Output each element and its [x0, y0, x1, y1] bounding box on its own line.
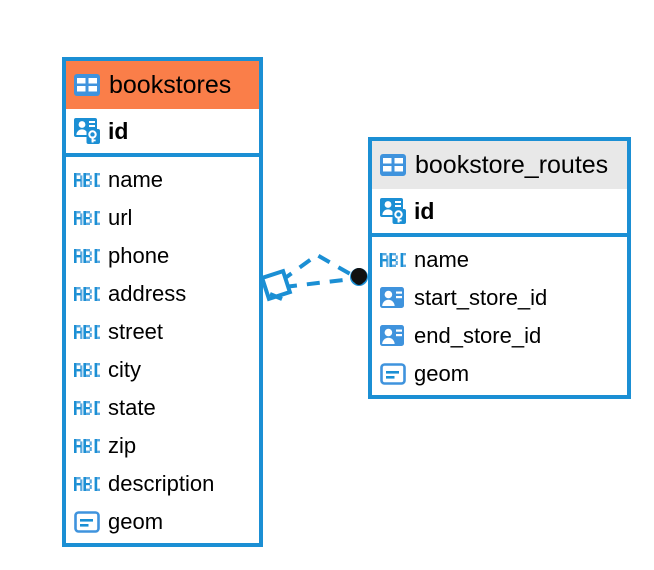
field-row-state[interactable]: state [66, 389, 259, 427]
field-label-name: name [414, 247, 470, 272]
text-abc-icon [74, 287, 100, 301]
field-label-zip: zip [108, 433, 137, 458]
entity-header-bookstore-routes[interactable]: bookstore_routes [372, 141, 627, 189]
entity-header-bookstores[interactable]: bookstores [66, 61, 259, 109]
text-abc-icon [74, 249, 100, 263]
entity-table-bookstores[interactable]: bookstores [62, 57, 263, 547]
primary-key-section-bookstores: id [66, 109, 259, 157]
field-row-id[interactable]: id [66, 109, 259, 153]
field-label-city: city [108, 357, 141, 382]
text-abc-icon [74, 477, 100, 491]
field-row-geom[interactable]: geom [372, 355, 627, 393]
relationship-circle-marker [350, 268, 368, 286]
field-row-city[interactable]: city [66, 351, 259, 389]
relationship-line-upper [279, 252, 353, 283]
primary-key-section-bookstore-routes: id [372, 189, 627, 237]
field-label-start-store-id: start_store_id [414, 285, 548, 310]
foreign-key-icon [380, 325, 406, 347]
field-row-zip[interactable]: zip [66, 427, 259, 465]
entity-table-bookstore-routes[interactable]: bookstore_routes [368, 137, 631, 399]
field-row-address[interactable]: address [66, 275, 259, 313]
entity-title-bookstore-routes: bookstore_routes [415, 150, 609, 179]
field-row-name[interactable]: name [66, 161, 259, 199]
relationship-line-lower [283, 277, 353, 289]
field-row-id[interactable]: id [372, 189, 627, 233]
field-list-bookstore-routes: name start_store_id [372, 237, 627, 393]
field-row-geom[interactable]: geom [66, 503, 259, 541]
field-row-street[interactable]: street [66, 313, 259, 351]
field-label-end-store-id: end_store_id [414, 323, 542, 348]
field-label-geom: geom [414, 361, 470, 386]
field-label-id: id [414, 197, 435, 224]
table-icon [74, 74, 100, 96]
text-abc-icon [380, 253, 406, 267]
field-list-bookstores: name [66, 157, 259, 541]
text-abc-icon [74, 401, 100, 415]
geometry-icon [380, 362, 406, 386]
field-label-state: state [108, 395, 156, 420]
entity-title-bookstores: bookstores [109, 70, 232, 99]
text-abc-icon [74, 439, 100, 453]
field-label-url: url [108, 205, 133, 230]
text-abc-icon [74, 325, 100, 339]
relationship-diamond-marker [259, 268, 293, 302]
foreign-key-icon [380, 287, 406, 309]
field-label-address: address [108, 281, 187, 306]
field-row-end-store-id[interactable]: end_store_id [372, 317, 627, 355]
field-label-description: description [108, 471, 215, 496]
field-label-phone: phone [108, 243, 170, 268]
field-row-url[interactable]: url [66, 199, 259, 237]
text-abc-icon [74, 173, 100, 187]
field-row-description[interactable]: description [66, 465, 259, 503]
field-row-name[interactable]: name [372, 241, 627, 279]
field-label-geom: geom [108, 509, 164, 534]
primary-key-icon [380, 198, 406, 224]
text-abc-icon [74, 363, 100, 377]
field-label-street: street [108, 319, 164, 344]
field-label-id: id [108, 117, 129, 144]
geometry-icon [74, 510, 100, 534]
field-row-phone[interactable]: phone [66, 237, 259, 275]
field-label-name: name [108, 167, 164, 192]
primary-key-icon [74, 118, 100, 144]
table-icon [380, 154, 406, 176]
text-abc-icon [74, 211, 100, 225]
field-row-start-store-id[interactable]: start_store_id [372, 279, 627, 317]
